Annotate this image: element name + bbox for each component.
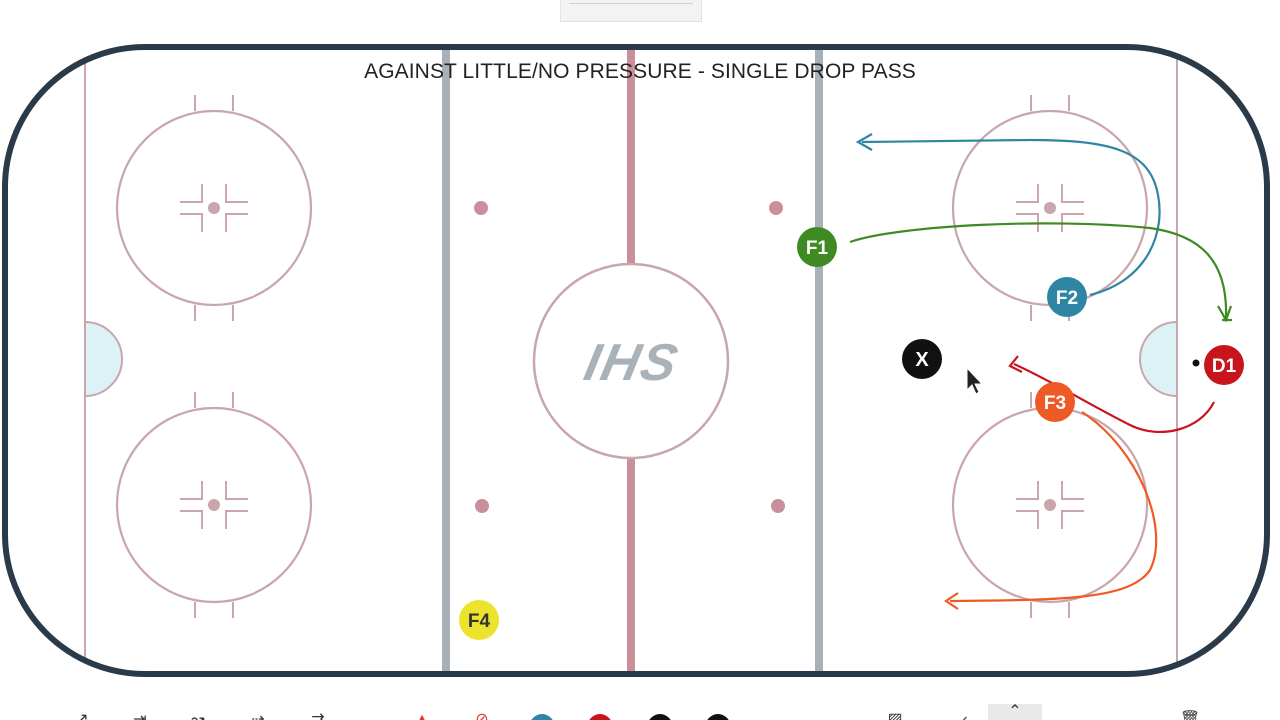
player-d1[interactable]: D1 — [1204, 345, 1244, 385]
top-tab-handle[interactable] — [560, 0, 702, 22]
neutral-dot — [475, 499, 489, 513]
faceoff-circle — [115, 406, 313, 604]
diagram-title: AGAINST LITTLE/NO PRESSURE - SINGLE DROP… — [364, 60, 916, 83]
f1-skate-path — [849, 222, 1228, 319]
faceoff-marker — [180, 481, 248, 529]
black-player-alt-tool-icon[interactable] — [705, 712, 731, 720]
rink-boards — [2, 44, 1270, 677]
crease-right — [1139, 320, 1178, 398]
blue-line-left — [442, 47, 450, 674]
faceoff-marker — [180, 184, 248, 232]
blue-player-tool-icon[interactable] — [529, 712, 555, 720]
player-f1[interactable]: F1 — [797, 227, 837, 267]
cone-tool-icon[interactable]: ▲ — [414, 711, 430, 720]
back-tool-icon[interactable]: ‹ — [962, 711, 968, 720]
player-label: D1 — [1212, 356, 1237, 377]
f3-arrow-head-icon — [944, 592, 959, 610]
red-player-tool-icon[interactable] — [587, 712, 613, 720]
pass-arrow-tool-icon[interactable]: ⇢ — [251, 711, 265, 720]
pattern-tool-icon[interactable]: ▨ — [887, 711, 903, 720]
faceoff-dot — [1044, 499, 1056, 511]
faceoff-marker — [1016, 481, 1084, 529]
player-f4[interactable]: F4 — [459, 600, 499, 640]
arrow-tool-icon[interactable]: ↗ — [75, 711, 89, 720]
d1-arrow-head-icon — [1008, 355, 1023, 373]
faceoff-dot — [1044, 202, 1056, 214]
faceoff-marker — [1016, 184, 1084, 232]
pointer-tool-icon[interactable]: ⌃ — [988, 704, 1042, 720]
f2-skate-path — [861, 138, 1161, 297]
faceoff-dot — [208, 202, 220, 214]
f3-skate-path — [949, 411, 1158, 603]
d1-pass-path — [1013, 362, 1215, 433]
black-player-tool-icon[interactable] — [647, 712, 673, 720]
player-label: F3 — [1044, 393, 1066, 414]
stop-arrow-tool-icon[interactable]: ⇥ — [133, 711, 147, 720]
center-circle — [532, 262, 730, 460]
neutral-dot — [769, 201, 783, 215]
blue-line-right — [815, 47, 823, 674]
center-logo: IHS — [579, 334, 684, 392]
f1-arrow-head-icon — [1217, 305, 1233, 323]
f2-arrow-head-icon — [855, 133, 873, 151]
drawing-toolbar: ↗ ⇥ ↝ ⇢ ⇉ ▲ ⊘ ▨ ‹ ⌃ 🗑 — [0, 700, 1280, 720]
puck-tool-icon[interactable]: ⊘ — [475, 711, 489, 720]
player-label: F4 — [468, 611, 491, 632]
puck-icon — [1192, 359, 1200, 367]
crease-left — [84, 320, 123, 398]
player-f2[interactable]: F2 — [1047, 277, 1087, 317]
wavy-arrow-tool-icon[interactable]: ↝ — [191, 711, 205, 720]
player-f3[interactable]: F3 — [1035, 382, 1075, 422]
neutral-dot — [771, 499, 785, 513]
player-label: F2 — [1056, 288, 1078, 309]
player-label: F1 — [806, 238, 829, 259]
neutral-dot — [474, 201, 488, 215]
delete-tool-icon[interactable]: 🗑 — [1179, 711, 1201, 720]
mouse-cursor-icon — [966, 366, 984, 395]
player-x[interactable]: X — [902, 339, 942, 379]
shot-arrow-tool-icon[interactable]: ⇉ — [311, 711, 325, 720]
faceoff-dot — [208, 499, 220, 511]
faceoff-circle — [115, 109, 313, 307]
player-label: X — [915, 349, 929, 371]
